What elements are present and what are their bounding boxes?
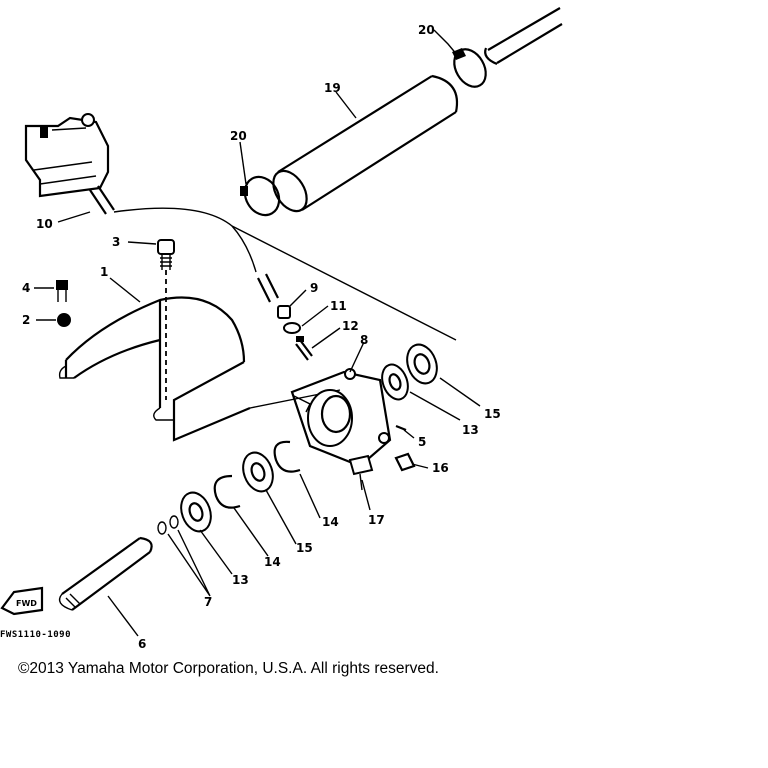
- hose-clamp-lower: [240, 175, 281, 217]
- bolt-17: [348, 454, 374, 491]
- diagram-code: FWS1110-1090: [0, 630, 72, 640]
- circlip-14-left: [213, 474, 241, 509]
- bearing-13-left: [180, 491, 212, 533]
- o-rings-7: [157, 515, 179, 535]
- leader-lines: [34, 29, 481, 637]
- callout-1: 1: [100, 265, 108, 279]
- callout-10: 10: [36, 217, 53, 231]
- copyright-notice: ©2013 Yamaha Motor Corporation, U.S.A. A…: [18, 660, 439, 677]
- washer-2: [57, 313, 71, 327]
- callout-6: 6: [138, 637, 146, 651]
- callout-20-top: 20: [418, 23, 435, 37]
- callout-9: 9: [310, 281, 318, 295]
- front-tag-text: FWD: [16, 599, 37, 608]
- drive-shaft-upper: [484, 7, 563, 66]
- callout-11: 11: [330, 299, 347, 313]
- bearing-13-right: [381, 363, 409, 401]
- callout-5: 5: [418, 435, 426, 449]
- callout-13-right: 13: [462, 423, 479, 437]
- callout-3: 3: [112, 235, 120, 249]
- bolt-4: [56, 280, 68, 302]
- bearing-15: [242, 451, 274, 493]
- callout-7: 7: [204, 595, 212, 609]
- lock-plate-18: [394, 452, 416, 472]
- callout-8: 8: [360, 333, 368, 347]
- fitting-parts-9-11-12: [277, 305, 313, 361]
- bearing-housing: [290, 368, 392, 468]
- drive-shaft-lower: [58, 536, 153, 611]
- callout-18: 16: [432, 461, 449, 475]
- callout-16: 15: [484, 407, 501, 421]
- callout-13-left: 13: [232, 573, 249, 587]
- circlip-14-right: [273, 440, 301, 473]
- hose-clamp-top: [452, 48, 487, 88]
- bolt-3: [157, 239, 175, 270]
- housing-cover: [58, 225, 457, 442]
- rubber-sleeve: [272, 74, 459, 213]
- callout-4: 4: [22, 281, 30, 295]
- top-bracket-fitting: [24, 113, 110, 198]
- callout-2: 2: [22, 313, 30, 327]
- callout-17: 17: [368, 513, 385, 527]
- oil-seal-16: [406, 343, 438, 385]
- pin-5: [395, 424, 407, 432]
- front-direction-arrow: FWD: [0, 586, 44, 616]
- callout-15: 15: [296, 541, 313, 555]
- callout-20-lower: 20: [230, 129, 247, 143]
- callout-numbers: 20 19 20 10 3 1 4 2 9 11 12 8 5 16 15 13…: [22, 23, 501, 651]
- callout-14-left: 14: [264, 555, 281, 569]
- callout-19: 19: [324, 81, 341, 95]
- callout-12: 12: [342, 319, 359, 333]
- callout-14-right: 14: [322, 515, 339, 529]
- cooling-hose: [89, 185, 279, 303]
